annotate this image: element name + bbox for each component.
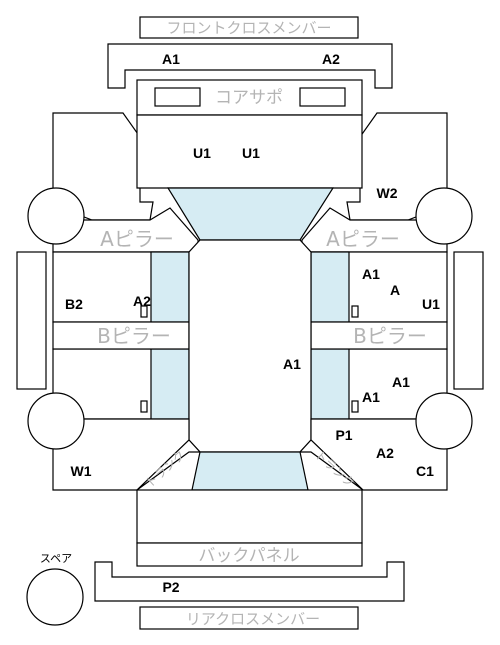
front-door-window-right: [310, 251, 350, 323]
door-handle-front-right: [351, 305, 359, 318]
spare-label: スペア: [40, 552, 72, 565]
code-c1: C1: [416, 463, 434, 479]
code-front-a1: A1: [162, 51, 180, 67]
code-right-a1-low: A1: [362, 389, 380, 405]
code-right-a: A: [390, 282, 400, 298]
rear-door-window-right: [310, 348, 350, 420]
code-right-a2: A2: [376, 445, 394, 461]
rear-window-glass: [191, 451, 309, 491]
code-roof-u1-left: U1: [193, 145, 211, 161]
wheel-rear-right: [415, 392, 473, 450]
trunk-lid-panel: [136, 489, 363, 544]
trunk-side-left: [136, 439, 202, 491]
headlight-right: [299, 87, 346, 107]
rear-bumper-panel: [94, 561, 405, 602]
door-handle-rear-left: [140, 400, 148, 413]
rear-cross-member-label: リアクロスメンバー: [186, 610, 320, 628]
code-p2: P2: [162, 579, 179, 595]
a-pillar-left-label: Aピラー: [100, 227, 174, 251]
back-panel: [136, 542, 363, 567]
side-skirt-right: [453, 251, 484, 390]
wheel-front-left: [27, 187, 85, 245]
code-w2: W2: [377, 185, 398, 201]
wheel-rear-left: [27, 392, 85, 450]
a-pillar-right-label: Aピラー: [326, 227, 400, 251]
b-pillar-right-label: Bピラー: [353, 324, 427, 348]
door-handle-front-left: [140, 305, 148, 318]
code-right-a1-mid: A1: [392, 374, 410, 390]
door-handle-rear-right: [351, 400, 359, 413]
code-roof-u1-right: U1: [242, 145, 260, 161]
side-skirt-left: [16, 251, 47, 390]
code-front-a2: A2: [322, 51, 340, 67]
code-left-a2: A2: [133, 293, 151, 309]
b-pillar-left-panel: [52, 321, 190, 350]
roof-panel: [188, 239, 312, 453]
b-pillar-right-panel: [310, 321, 448, 350]
front-cross-member-label: フロントクロスメンバー: [166, 19, 331, 37]
code-w1: W1: [71, 463, 92, 479]
rear-cross-member-panel: [139, 606, 359, 630]
code-left-b2: B2: [65, 296, 83, 312]
headlight-left: [154, 87, 201, 107]
trunk-side-right: [298, 439, 364, 491]
front-door-window-left: [150, 251, 190, 323]
front-cross-member-panel: [139, 16, 359, 39]
front-bumper-panel: [107, 43, 393, 89]
code-right-a1-top: A1: [362, 266, 380, 282]
code-p1: P1: [335, 427, 352, 443]
code-center-a1: A1: [283, 356, 301, 372]
b-pillar-left-label: Bピラー: [97, 324, 171, 348]
wheel-front-right: [415, 187, 473, 245]
back-panel-label: バックパネル: [198, 546, 299, 566]
code-right-u1: U1: [422, 296, 440, 312]
core-support-label: コアサポ: [215, 88, 283, 108]
rear-door-window-left: [150, 348, 190, 420]
spare-tire: [26, 568, 84, 626]
hood-panel: [136, 114, 363, 189]
